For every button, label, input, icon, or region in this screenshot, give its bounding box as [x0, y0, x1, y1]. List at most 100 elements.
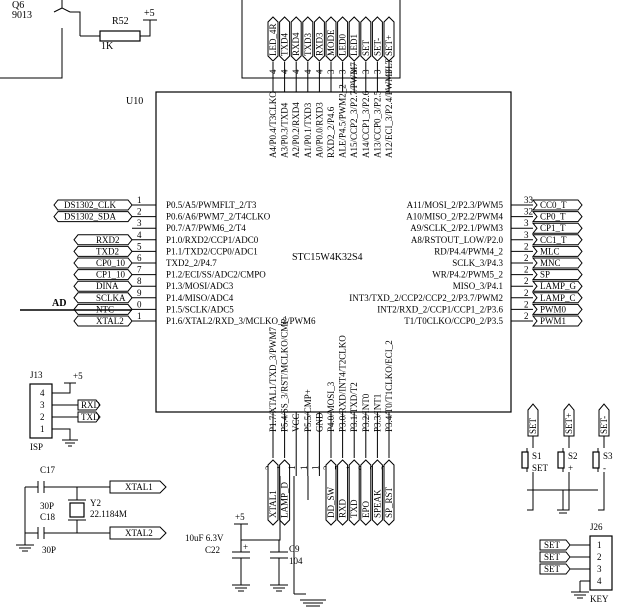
r52-vcc-label: +5 — [144, 8, 155, 19]
net-tag — [337, 459, 349, 526]
bottom-pin-label: P3.1/TXD/T2 — [349, 382, 359, 432]
j13-wires — [52, 383, 78, 440]
j13-vcc: +5 — [73, 371, 83, 381]
y2-crystal — [69, 502, 85, 518]
top-pin-number: 3 — [349, 69, 359, 74]
top-pin-label: A2/P0.2/RXD4 — [291, 102, 301, 158]
net-tag — [267, 459, 279, 526]
net-tag — [531, 245, 583, 257]
caps-wires — [234, 476, 281, 552]
bottom-pin-label: P3.3/INT1 — [372, 394, 382, 432]
net-tag — [267, 16, 279, 62]
right-pin-label: A8/RSTOUT_LOW/P2.0 — [411, 235, 504, 245]
bottom-pin-label: GND — [314, 412, 324, 432]
ground-icon — [16, 544, 34, 552]
right-net-label: MLC — [540, 246, 560, 256]
top-pin-label: A15/CCP2_3/P2.7/PWM7 — [349, 62, 359, 158]
left-net-label: CP1_10 — [96, 270, 126, 280]
top-pin-label: A13/CCP0_3/P2.5 — [372, 90, 382, 158]
bottom-pin-number: 1 — [310, 466, 320, 471]
top-net-label: RXD4 — [291, 32, 301, 56]
top-net-label: SET- — [372, 38, 382, 56]
j26-key-header: J26 1 2 3 4 KEY SET SET SET — [539, 522, 613, 604]
net-tag — [348, 16, 360, 62]
j13-pin-number: 1 — [40, 424, 45, 434]
left-pin-number: 0 — [137, 299, 142, 309]
switch-net-label: SET — [528, 417, 538, 434]
j13-ref: J13 — [30, 370, 43, 380]
crystal-xtal1: XTAL1 — [125, 482, 153, 492]
bottom-pin-label: VCC — [291, 413, 301, 432]
ground-icon — [62, 439, 78, 447]
right-pin-number: 2 — [524, 299, 529, 309]
right-pin-label: INT3/TXD_2/CCP2/CCP2_2/P3.7/PWM2 — [349, 293, 503, 303]
j13-pin-number: 4 — [40, 388, 45, 398]
bottom-pin-number: 1 — [287, 466, 297, 471]
top-pin-label: A12/ECI_3/P2.4/PWMFLT — [384, 58, 394, 158]
j13-pin-number: 3 — [40, 400, 45, 410]
bottom-pin-label: P3.4/T0/T1CLKO/ECI_2 — [384, 340, 394, 432]
top-pin-number: 3 — [338, 69, 348, 74]
j26-body — [589, 535, 613, 591]
right-pin-number: 2 — [524, 276, 529, 286]
net-tag-txd — [77, 411, 101, 423]
top-pin-number: 3 — [361, 69, 371, 74]
left-pin-number: 3 — [137, 218, 142, 228]
bottom-net-label: TXD — [349, 499, 359, 518]
net-tag — [598, 403, 610, 437]
top-net-label: MODE — [326, 29, 336, 56]
net-tag — [325, 16, 337, 62]
ground-icon — [527, 489, 598, 514]
bottom-net-label: EPO — [361, 500, 371, 518]
left-net-label: DS1302_SDA — [64, 212, 117, 222]
left-net-label: RXD2 — [96, 235, 120, 245]
j26-ref: J26 — [590, 522, 603, 532]
left-net-label: TXD2 — [96, 246, 119, 256]
net-tag — [531, 292, 583, 304]
top-net-label: LED_4R — [268, 24, 278, 57]
j26-net: SET — [544, 552, 561, 562]
net-tag — [348, 459, 360, 526]
top-net-label: SET+ — [384, 35, 394, 56]
right-pin-label: SCLK_3/P4.3 — [452, 258, 503, 268]
header-frame-lines — [241, 0, 401, 79]
net-tag — [531, 315, 583, 327]
right-pin-number: 2 — [524, 265, 529, 275]
right-pin-label: A11/MOSI_2/P2.3/PWM5 — [407, 200, 504, 210]
right-net-label: PWM0 — [540, 304, 567, 314]
top-pin-number: 4 — [291, 69, 301, 74]
left-pin-label: P0.7/A7/PWM6_2/T4 — [166, 223, 246, 233]
j26-name: KEY — [590, 594, 609, 604]
right-pin-label: MISO_3/P4.1 — [453, 281, 503, 291]
switch-label: + — [568, 463, 573, 473]
right-pin-label: T1/T0CLKO/CCP0_2/P3.5 — [404, 316, 503, 326]
caps-vcc: +5 — [235, 512, 245, 522]
left-pin-number: 1 — [137, 195, 142, 205]
right-pin-number: 2 — [524, 241, 529, 251]
left-pin-number: 4 — [137, 230, 142, 240]
j26-net: SET — [544, 564, 561, 574]
right-net-label: LAMP_C — [540, 293, 576, 303]
right-net-label: CC0_T — [540, 200, 567, 210]
net-tag — [360, 16, 372, 62]
u10-ref: U10 — [126, 96, 143, 107]
left-pin-label: TXD2_2/P4.7 — [166, 258, 217, 268]
left-pin-number: 9 — [137, 288, 142, 298]
bottom-pin-label: P5.5/CMP+ — [303, 389, 313, 432]
ground-icon — [232, 584, 250, 592]
right-pin-label: RD/P4.4/PWM4_2 — [434, 246, 503, 256]
switch-icon — [593, 436, 605, 511]
j26-net: SET — [544, 540, 561, 550]
j13-name: ISP — [30, 442, 43, 452]
left-pin-label: P1.2/ECI/SS/ADC2/CMPO — [166, 270, 266, 280]
bottom-pin-label: P3.0/RXD/INT4/T2CLKO — [338, 335, 348, 432]
right-pin-number: 3 — [524, 230, 529, 240]
right-pin-number: 32 — [524, 207, 533, 217]
net-tag-set — [539, 539, 571, 551]
net-tag — [531, 269, 583, 281]
switch-net-label: SET- — [599, 416, 609, 434]
left-pin-label: P1.0/RXD2/CCP1/ADC0 — [166, 235, 259, 245]
j26-pin-number: 2 — [597, 552, 602, 562]
switch-body — [521, 451, 529, 469]
c9-ref: C9 — [289, 544, 300, 554]
